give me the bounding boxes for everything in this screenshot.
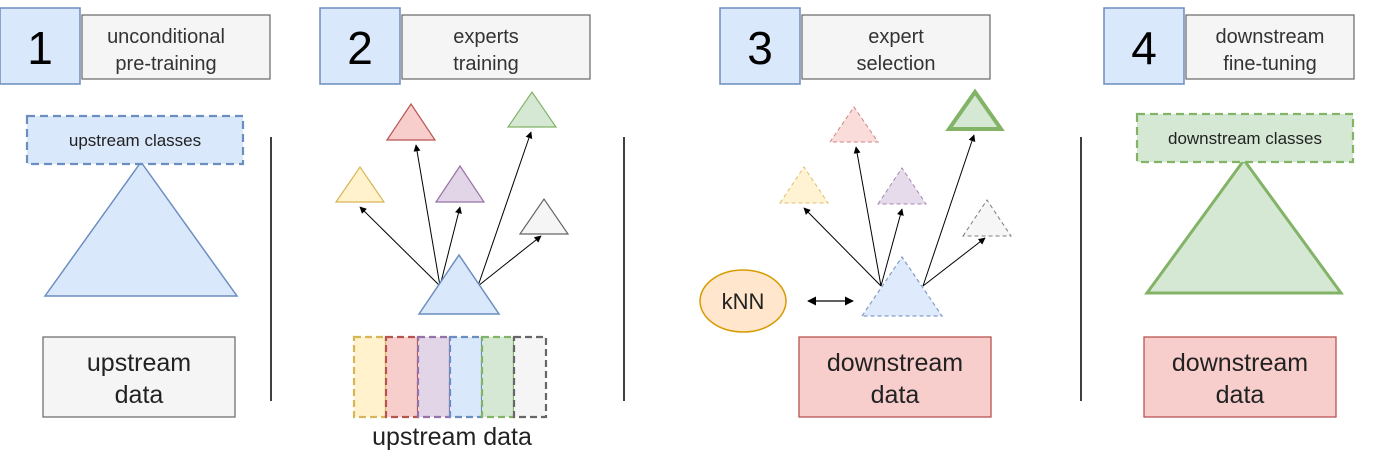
step-2-number: 2 [347,22,373,74]
panel-4: downstream classes downstream data [1135,112,1355,418]
arrow-to-yellow [359,206,441,287]
step-1-title-line1: unconditional [107,26,225,48]
step-4-title-line1: downstream [1216,26,1325,48]
arrow-to-gray-3 [922,237,986,287]
step-3-title-line1: expert [868,26,924,48]
finetuned-model-triangle [1144,157,1344,295]
step-4-number-box [1103,7,1185,85]
step-2-number-box [319,7,401,85]
step-2-header: 2 experts training [319,7,591,85]
step-3-title-line2: selection [857,53,936,75]
arrow-to-green [477,131,533,287]
arrow-to-purple-3 [880,208,904,287]
downstream-data-4-line1: downstream [1172,349,1308,377]
step-1-header: 1 unconditional pre-training [0,7,271,85]
panel-2: upstream data [334,90,570,450]
downstream-data-box-3 [798,336,992,418]
downstream-data-3-line2: data [871,381,920,409]
upstream-data-box [42,336,236,418]
panel-1: upstream classes upstream data [25,114,245,418]
expert-yellow-triangle [334,165,386,203]
expert-purple-faded [877,167,927,205]
arrow-to-gray [477,235,542,287]
step-3-title-box [801,14,991,80]
arrow-to-red [413,144,441,287]
data-slice-blue [448,335,484,419]
step-2-title-line1: experts [453,26,519,48]
step-1-number-box [0,7,81,85]
upstream-classes-head [25,114,245,166]
expert-green-triangle [506,90,558,128]
knn-node [699,269,787,333]
data-slice-red [384,335,420,419]
arrow-to-yellow-3 [803,207,882,287]
step-3-number: 3 [747,22,773,74]
data-slice-yellow [352,335,388,419]
panel-3: kNN downstream data [699,88,1012,418]
expert-red-triangle [385,102,437,141]
upstream-data-line2: data [115,381,164,409]
knn-label: kNN [722,289,765,314]
expert-red-faded [829,106,879,143]
step-2-title-line2: training [453,53,519,75]
upstream-classes-label: upstream classes [69,131,201,150]
step-4-number: 4 [1131,22,1157,74]
step-1-title-box [81,14,271,80]
step-1-number: 1 [27,22,53,74]
step-3-number-box [719,7,801,85]
upstream-data-line1: upstream [87,349,191,377]
downstream-classes-label: downstream classes [1168,129,1322,148]
base-model-triangle [417,253,501,315]
step-4-title-line2: fine-tuning [1223,53,1316,75]
expert-yellow-faded [779,166,829,204]
downstream-classes-head [1135,112,1355,164]
step-2-title-box [401,14,591,80]
downstream-data-3-line1: downstream [827,349,963,377]
data-slice-green [480,335,516,419]
data-slice-gray [512,335,548,419]
expert-gray-triangle [518,197,570,235]
step-4-header: 4 downstream fine-tuning [1103,7,1355,85]
arrow-to-red-3 [853,146,882,287]
data-slice-purple [416,335,452,419]
expert-gray-faded [962,199,1012,237]
step-3-header: 3 expert selection [719,7,991,85]
upstream-data-label: upstream data [372,423,532,450]
expert-green-selected [945,88,1005,131]
arrow-to-green-3 [922,134,976,287]
downstream-data-box-4 [1143,336,1337,418]
downstream-data-4-line2: data [1216,381,1265,409]
base-model-faded [860,255,944,317]
step-4-title-box [1185,14,1355,80]
arrow-to-purple [439,206,462,287]
step-1-title-line2: pre-training [115,53,216,75]
pretrained-model-triangle [43,160,239,297]
expert-purple-triangle [434,164,486,203]
